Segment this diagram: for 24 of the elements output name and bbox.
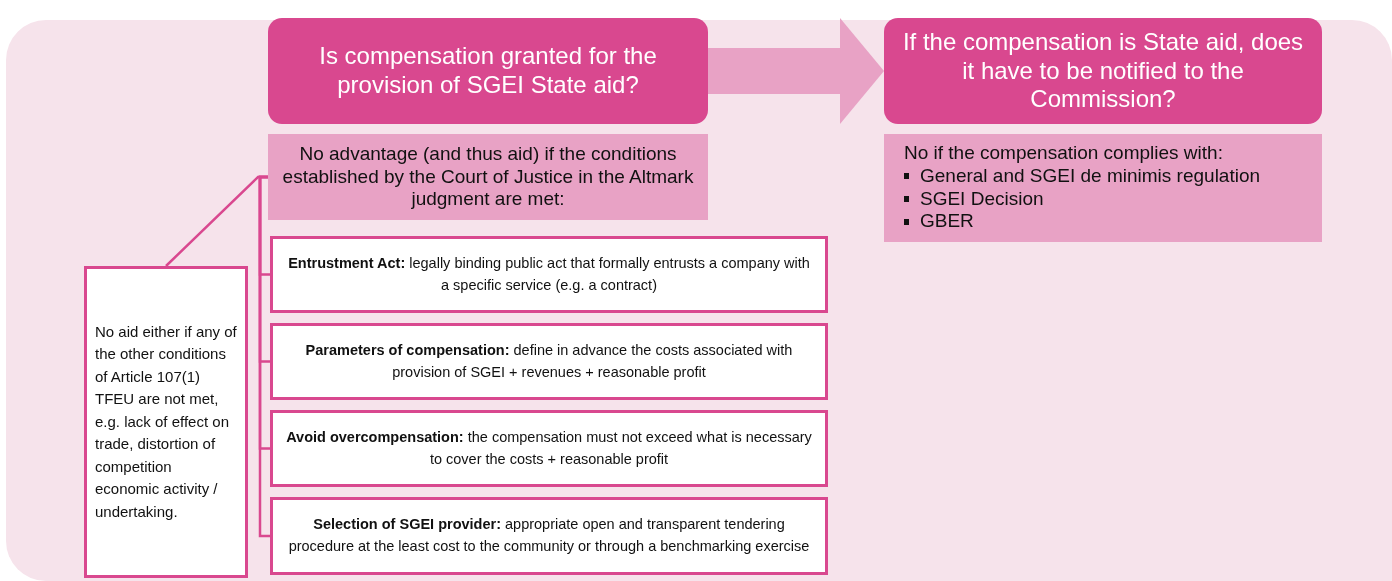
criterion-text: Avoid overcompensation: the compensation must not exceed what is necessary to cover the costs + reasonable profit bbox=[285, 427, 813, 469]
question-box bbox=[884, 18, 1322, 124]
bullet-text: General and SGEI de minimis regulation bbox=[920, 164, 1261, 188]
condition-heading-box bbox=[268, 134, 708, 220]
question-text: If the compensation is State aid, does it have to be notified to the Commission? bbox=[901, 27, 1305, 115]
connector-line bbox=[258, 175, 270, 538]
criterion-text: Parameters of compensation: define in advance the costs associated with provision of SGEI + revenues + reasonable profit bbox=[304, 340, 794, 382]
criterion-box bbox=[270, 236, 828, 313]
criterion-text: Selection of SGEI provider: appropriate open and transparent tendering procedure at the least cost to the community or through a benchmarking exercise bbox=[287, 515, 811, 556]
criterion-box bbox=[270, 323, 828, 400]
criterion-text: Entrustment Act: legally binding public act that formally entrusts a company with a specific service (e.g. a contract) bbox=[287, 253, 811, 295]
block-arrow bbox=[708, 18, 884, 124]
note-box bbox=[84, 266, 248, 578]
exemption-box bbox=[884, 134, 1322, 242]
criterion-box bbox=[270, 410, 828, 487]
condition-heading-text: No advantage (and thus aid) if the conditions established by the Court of Justice in the Altmark judgment are met: bbox=[281, 142, 695, 212]
bullet-text: GBER bbox=[920, 210, 974, 234]
bullet-text: SGEI Decision bbox=[920, 187, 1044, 211]
note-text: No aid either if any of the other conditions of Article 107(1) TFEU are not met, e.g. lack of effect on trade, distortion of competition economic activity / undertaking. bbox=[95, 321, 238, 522]
connector-line bbox=[164, 175, 268, 268]
criterion-box bbox=[270, 497, 828, 575]
question-box bbox=[268, 18, 708, 124]
question-text: Is compensation granted for the provision of SGEI State aid? bbox=[318, 42, 658, 100]
exemption-text: No if the compensation complies with: bbox=[904, 142, 1223, 165]
